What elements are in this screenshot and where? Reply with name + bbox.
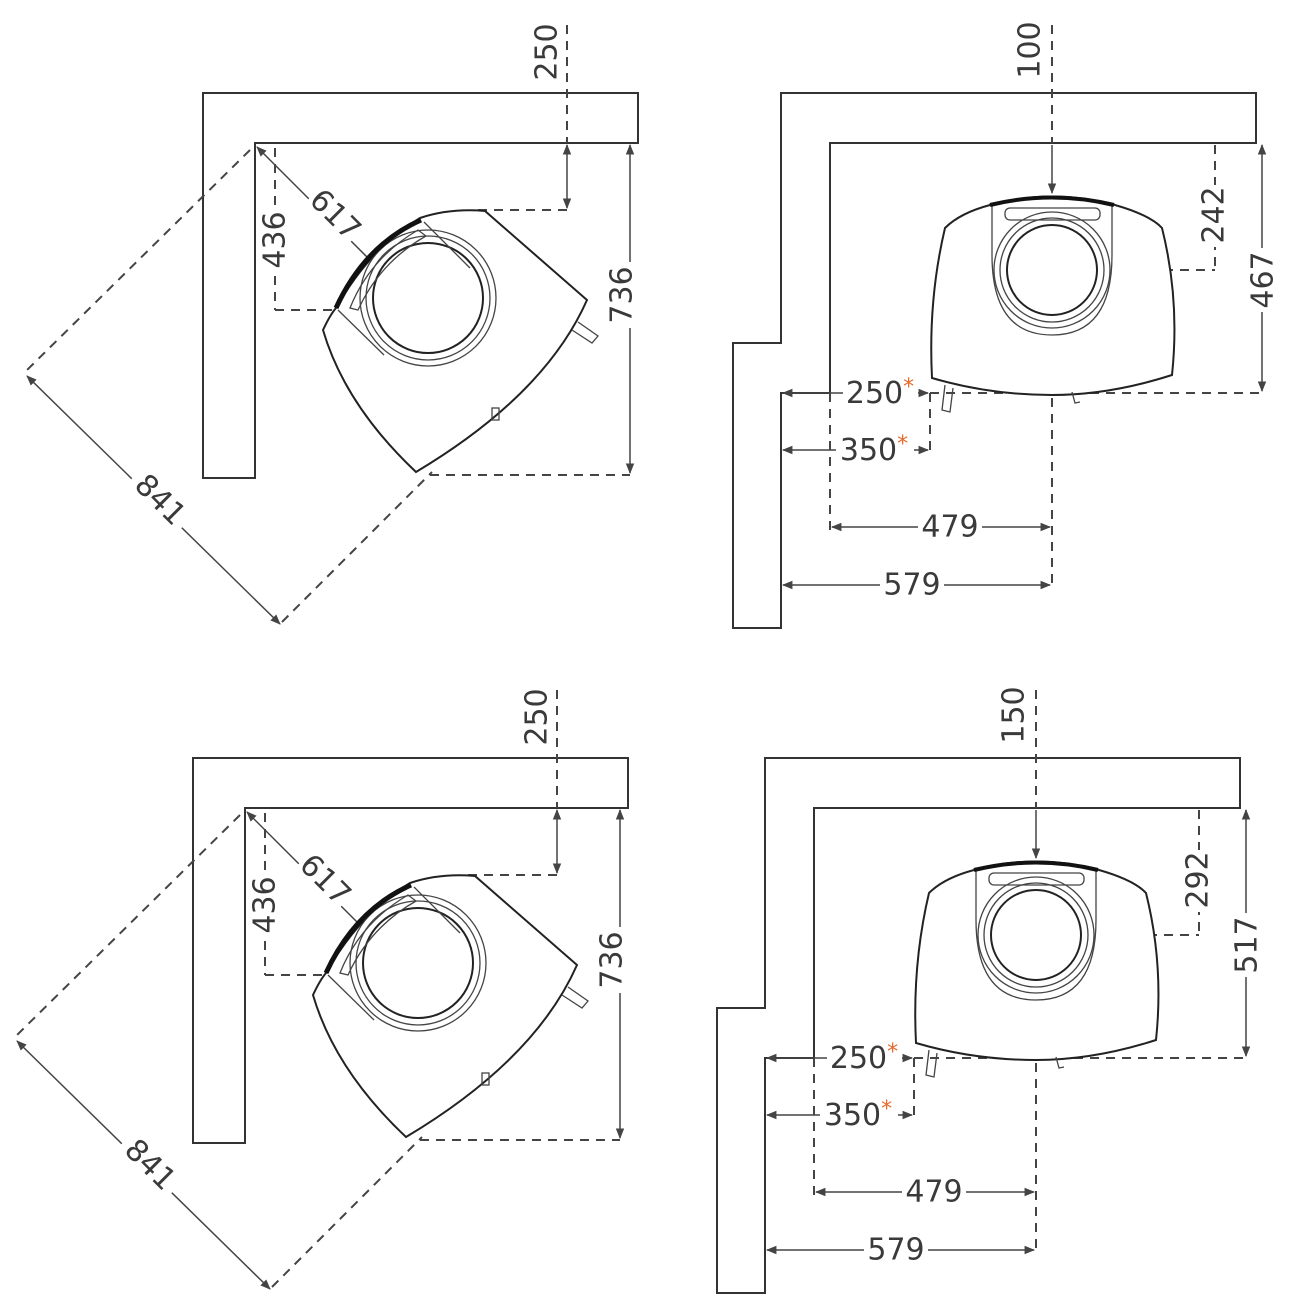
stove-outline: [930, 195, 1176, 413]
center-far-label: 579: [867, 1233, 924, 1268]
width-guide-bottom: [271, 1136, 423, 1288]
total-depth-label: 467: [1246, 251, 1281, 308]
side-near-label: 250*: [830, 1040, 898, 1076]
total-depth-label: 517: [1230, 916, 1265, 973]
width-guide-bottom: [281, 471, 433, 623]
side-far-label: 350*: [840, 432, 908, 468]
stove-outline: [321, 209, 599, 474]
asterisk: *: [887, 1040, 898, 1065]
diagonal-label: 617: [302, 182, 367, 247]
depth-label: 736: [595, 931, 630, 988]
center-near-label: 479: [905, 1175, 962, 1210]
asterisk: *: [881, 1097, 892, 1122]
asterisk: *: [903, 375, 914, 400]
center-far-label: 579: [883, 568, 940, 603]
width-guide-top: [24, 149, 251, 373]
width-guide-top: [14, 814, 241, 1038]
wall-installation-panel: 100 242 467 250* 350*: [732, 21, 1281, 629]
corner-installation-panel: 250 436 617 736 841: [24, 23, 648, 625]
side-far-value: 350: [824, 1098, 881, 1133]
side-offset-label: 436: [248, 876, 283, 933]
wall-installation-panel: 150 292 517 250* 350*: [716, 686, 1265, 1294]
corner-installation-panel: 250 436 617 736 841: [14, 688, 638, 1290]
wall: [732, 92, 1257, 629]
center-near-label: 479: [921, 510, 978, 545]
asterisk: *: [897, 432, 908, 457]
top-clearance-label: 100: [1013, 21, 1048, 78]
side-far-value: 350: [840, 433, 897, 468]
diagonal-label: 617: [292, 847, 357, 912]
stove-outline: [311, 874, 589, 1139]
center-depth-label: 242: [1197, 186, 1232, 243]
side-near-label: 250*: [846, 375, 914, 411]
wall: [716, 757, 1241, 1294]
side-near-value: 250: [846, 376, 903, 411]
top-clearance-label: 150: [997, 686, 1032, 743]
side-far-label: 350*: [824, 1097, 892, 1133]
top-clearance-label: 250: [520, 688, 555, 745]
depth-label: 736: [605, 266, 640, 323]
side-near-value: 250: [830, 1041, 887, 1076]
stove-outline: [914, 860, 1160, 1078]
top-clearance-label: 250: [530, 23, 565, 80]
center-depth-label: 292: [1181, 851, 1216, 908]
side-offset-label: 436: [258, 211, 293, 268]
